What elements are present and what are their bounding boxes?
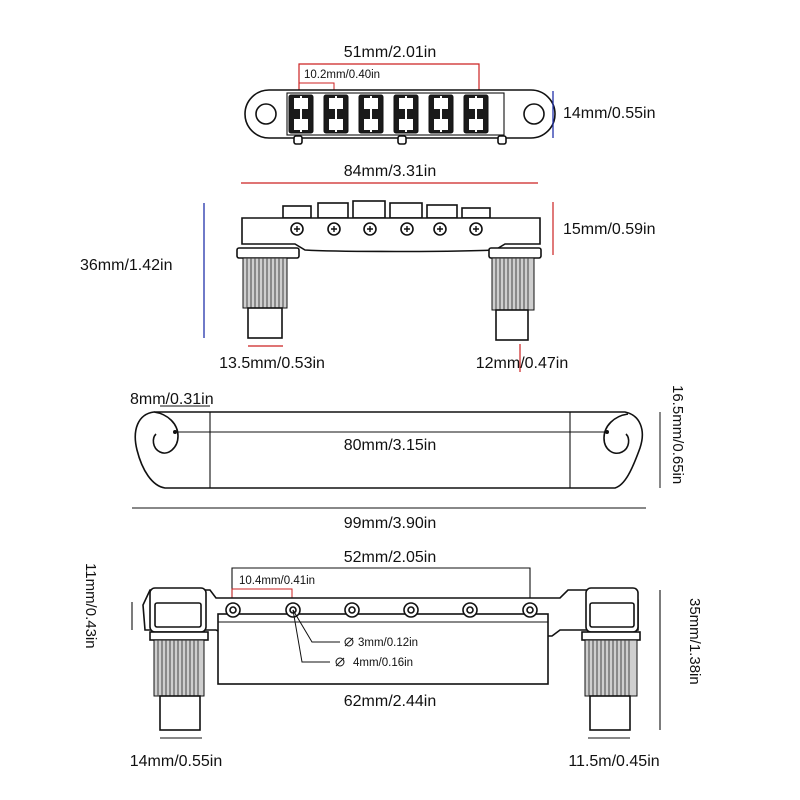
bottom-width-dimension-line [231,567,531,603]
stud-left [149,587,209,731]
saddle [428,94,454,134]
overall-label: 99mm/3.90in [344,515,437,532]
spacing-label: 10.2mm/0.40in [304,69,380,81]
saddle-profile [426,204,458,219]
screw-icon [348,606,356,614]
tailpiece-body [134,411,644,489]
hole-leader [292,609,330,663]
tab [397,135,407,145]
diameter-icon [344,637,354,647]
slot-left [152,411,179,454]
slot-right [603,413,630,454]
tab [497,135,507,145]
saddle-group [288,94,489,134]
screw-label: 3mm/0.12in [358,637,418,649]
diameter-icon [335,657,345,667]
saddle-profile [317,202,349,219]
front-view: 84mm/3.31in [80,163,656,372]
post-right-label: 12mm/0.47in [476,355,569,372]
screw-hole-row [225,602,538,618]
saddle [323,94,349,134]
bottom-width-label: 52mm/2.05in [344,549,437,566]
saddle [463,94,489,134]
bottom-spacing-label: 10.4mm/0.41in [239,575,315,587]
left-height-label: 11mm/0.43in [82,563,99,649]
hole-label: 4mm/0.16in [353,657,413,669]
post-left-label: 13.5mm/0.53in [219,355,325,372]
spacing-dimension-line [298,82,335,92]
screw-icon [466,606,474,614]
screw-icon [407,606,415,614]
saddle [288,94,314,134]
bottom-total-height-label: 35mm/1.38in [686,598,703,685]
stud-hole-right [523,103,545,125]
length-label: 84mm/3.31in [344,163,437,180]
saddle-profile [352,200,386,219]
tab [293,135,303,145]
height-label: 15mm/0.59in [563,221,656,238]
stud-hole-left [255,103,277,125]
total-height-label: 36mm/1.42in [80,257,173,274]
tailpiece-view: 80mm/3.15in 8mm/0.31in 99mm/3.90in 16.5m… [130,385,686,532]
saddle [358,94,384,134]
post-right [488,247,542,341]
tail-height-label: 16.5mm/0.65in [669,385,686,484]
saddle-profile [461,207,491,219]
saddle-channel [286,92,505,136]
stud-right [581,587,641,731]
saddle [393,94,419,134]
screw-row [290,222,483,236]
top-view: 51mm/2.01in 10.2mm/0.40in [244,44,656,145]
saddle-profile [282,205,312,219]
inner-label: 80mm/3.15in [344,437,437,454]
bottom-body [217,613,549,685]
bottom-spacing-dimension-line [231,588,293,600]
screw-icon [229,606,237,614]
base-label: 62mm/2.44in [344,693,437,710]
width-label: 51mm/2.01in [344,44,437,61]
bottom-post-left-label: 14mm/0.55in [130,753,223,770]
saddle-profile-group [282,200,491,219]
bottom-view: 52mm/2.05in 10.4mm/0.41in [82,549,703,770]
saddle-profile [389,202,423,219]
post-left [236,247,300,339]
screw-icon [526,606,534,614]
slot-label: 8mm/0.31in [130,391,214,408]
bridge-front-body [241,217,541,253]
depth-label: 14mm/0.55in [563,105,656,122]
bottom-post-right-label: 11.5m/0.45in [568,753,659,770]
screw-leader [292,609,340,643]
width-dimension-line [298,63,480,92]
